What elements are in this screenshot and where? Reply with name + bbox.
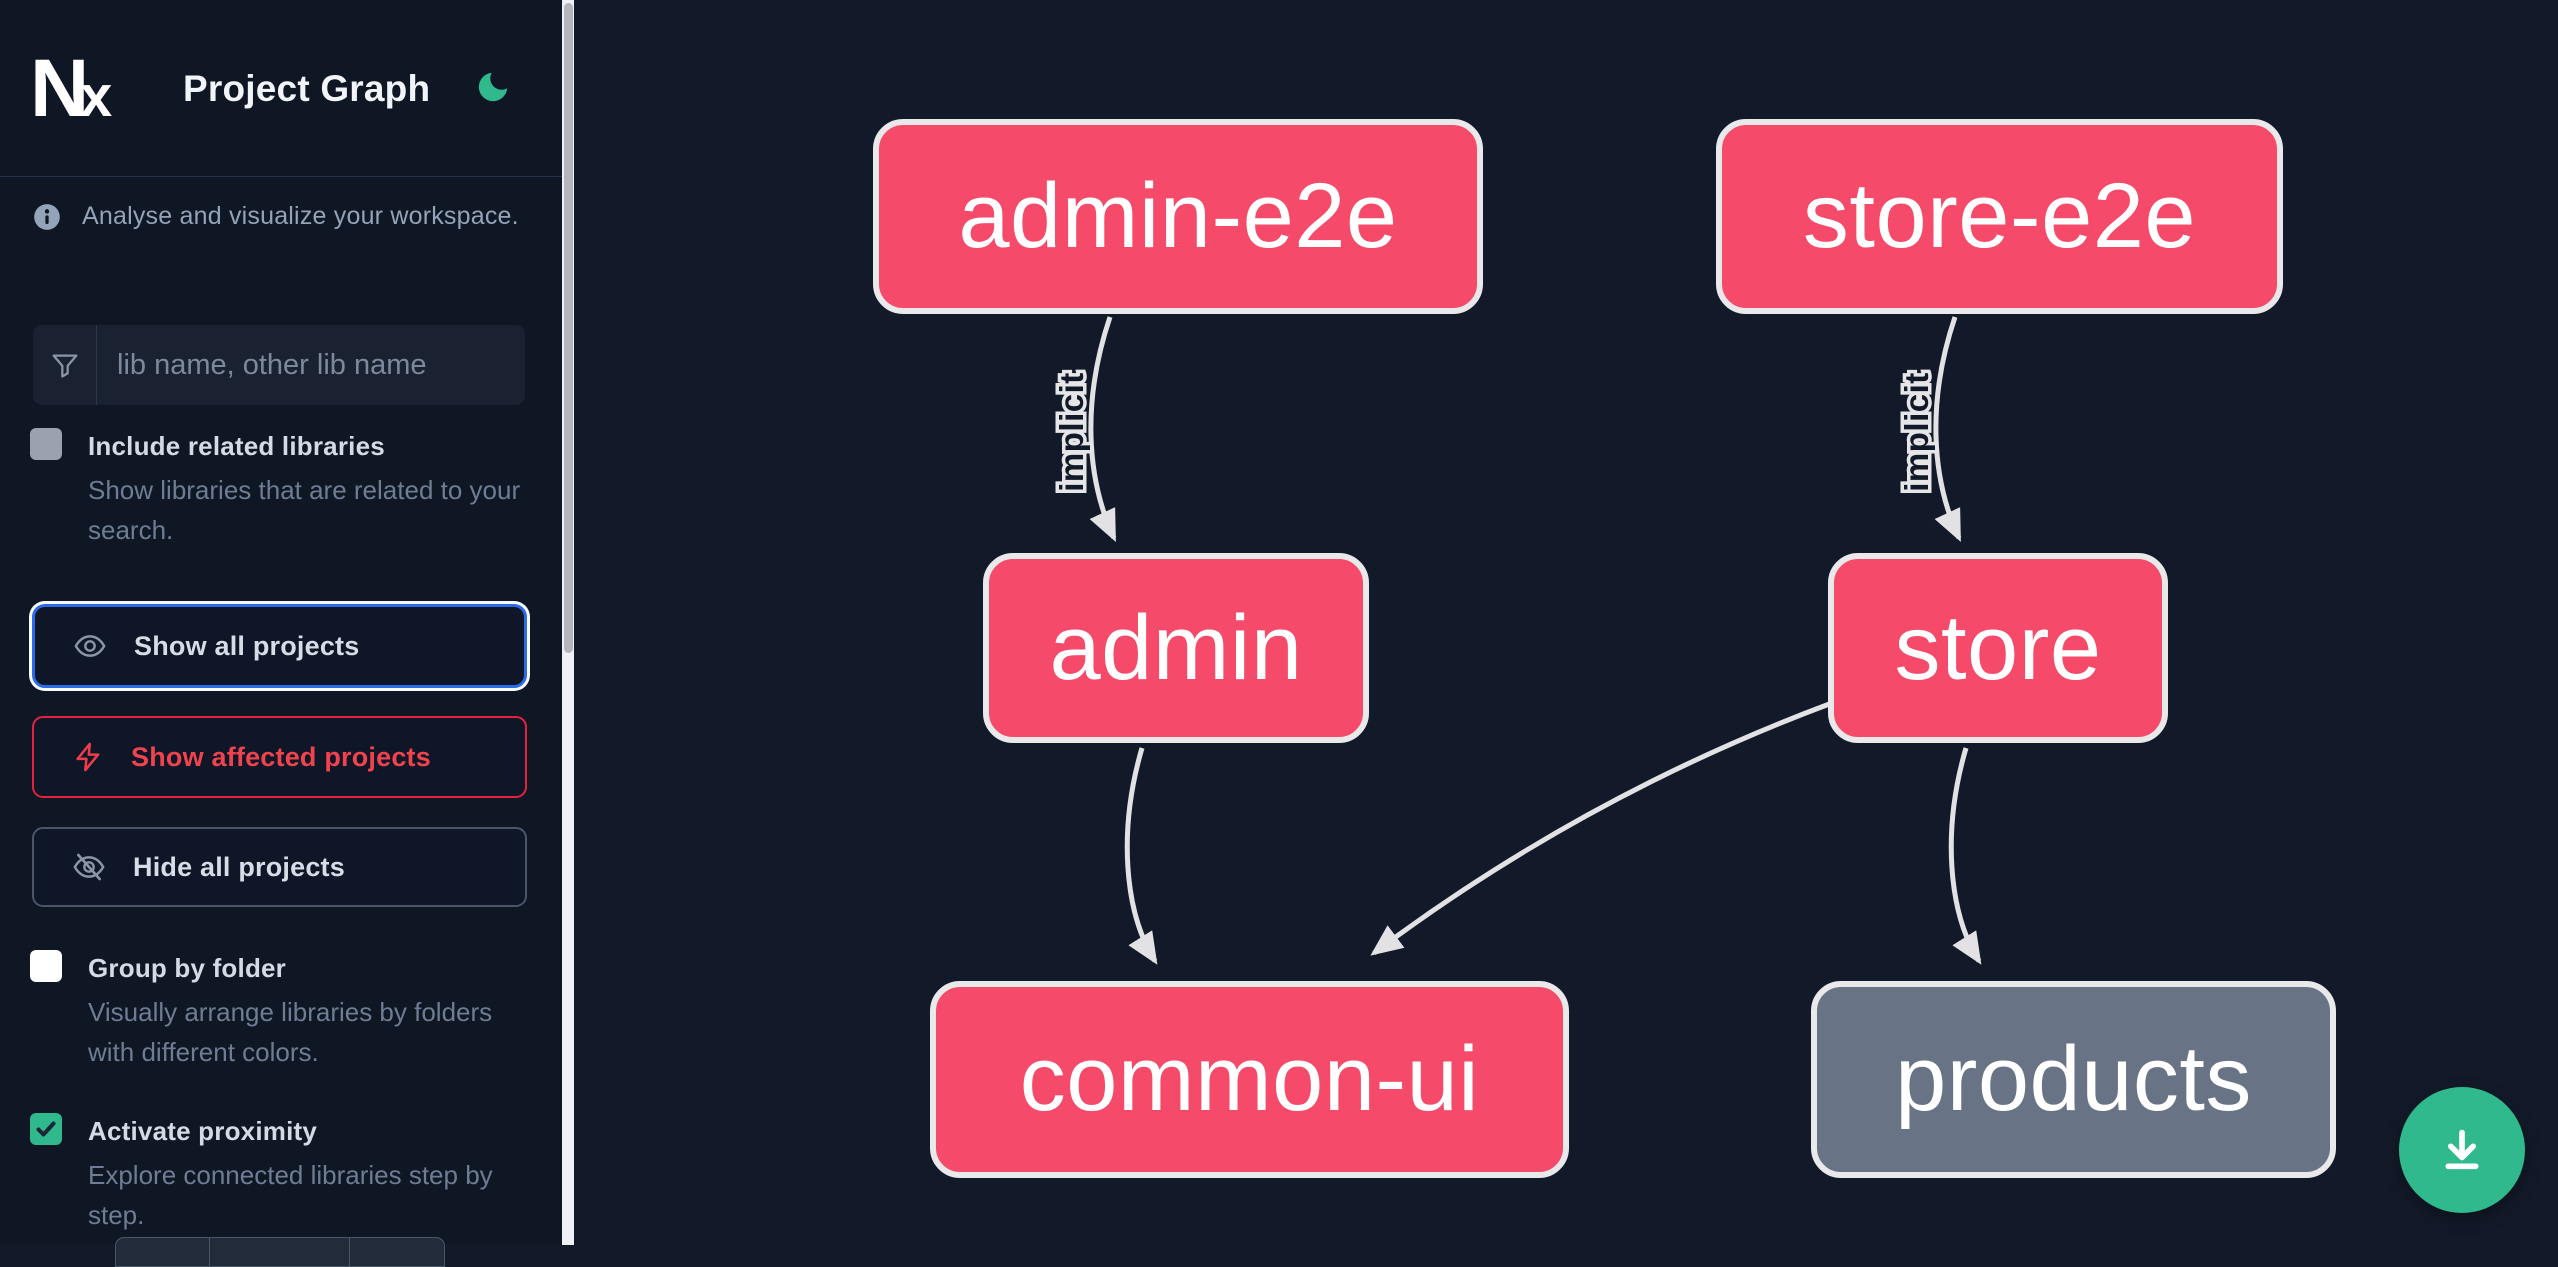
edge-store-to-products xyxy=(1948,747,1982,965)
edge-label-implicit: implicit xyxy=(1898,372,1935,492)
proximity-depth-control[interactable] xyxy=(115,1237,445,1267)
eye-icon xyxy=(74,635,106,657)
download-icon xyxy=(2445,1129,2479,1170)
sidebar: N x Project Graph Analyse and visualize … xyxy=(0,0,562,1267)
depth-value-segment xyxy=(210,1238,350,1266)
nx-logo: N x xyxy=(30,46,112,130)
header-divider xyxy=(0,176,562,177)
depth-decrement-segment[interactable] xyxy=(116,1238,210,1266)
funnel-icon xyxy=(52,354,77,378)
edge-admin-to-common-ui xyxy=(1124,747,1158,965)
bolt-icon xyxy=(76,742,100,772)
project-filter xyxy=(33,325,525,405)
graph-node-store-e2e[interactable]: store-e2e xyxy=(1716,119,2283,314)
edge-label-implicit: implicit xyxy=(1053,372,1090,492)
include-related-description: Show libraries that are related to your … xyxy=(88,475,521,545)
filter-icon-cell xyxy=(33,325,97,405)
activate-proximity-description: Explore connected libraries step by step… xyxy=(88,1160,493,1230)
group-by-folder-checkbox[interactable] xyxy=(30,950,62,982)
activate-proximity-label: Activate proximity xyxy=(88,1116,318,1146)
group-by-folder-label: Group by folder xyxy=(88,953,286,983)
edge-store-e2e-to-store xyxy=(1933,316,1962,543)
group-by-folder-row: Group by folder Visually arrange librari… xyxy=(30,950,500,1072)
download-image-button[interactable] xyxy=(2399,1087,2525,1213)
svg-text:N: N xyxy=(30,46,84,130)
graph-node-admin[interactable]: admin xyxy=(983,553,1369,743)
edge-admin-e2e-to-admin xyxy=(1088,316,1117,543)
svg-text:x: x xyxy=(80,64,112,129)
graph-node-common-ui[interactable]: common-ui xyxy=(930,981,1569,1178)
sidebar-scrollbar[interactable] xyxy=(562,0,574,1245)
filter-input[interactable] xyxy=(97,325,525,405)
show-all-projects-label: Show all projects xyxy=(134,630,360,661)
activate-proximity-row: Activate proximity Explore connected lib… xyxy=(30,1113,500,1235)
page-title: Project Graph xyxy=(183,68,431,109)
workspace-tagline: Analyse and visualize your workspace. xyxy=(33,202,519,231)
include-related-checkbox[interactable] xyxy=(30,428,62,460)
graph-canvas[interactable]: implicit implicit admin-e2e store-e2e ad… xyxy=(574,0,2558,1245)
show-affected-projects-label: Show affected projects xyxy=(131,741,431,772)
graph-node-admin-e2e[interactable]: admin-e2e xyxy=(873,119,1483,314)
tagline-text: Analyse and visualize your workspace. xyxy=(82,202,519,230)
hide-all-projects-button[interactable]: Hide all projects xyxy=(32,827,527,907)
checkmark-icon xyxy=(36,1121,56,1137)
include-related-label: Include related libraries xyxy=(88,431,385,461)
show-all-projects-button[interactable]: Show all projects xyxy=(32,604,527,688)
theme-toggle-moon-icon[interactable] xyxy=(474,68,512,106)
include-related-row: Include related libraries Show libraries… xyxy=(30,428,520,550)
sidebar-scrollbar-thumb[interactable] xyxy=(563,3,573,653)
graph-node-products[interactable]: products xyxy=(1811,981,2336,1178)
sidebar-header: N x Project Graph xyxy=(0,0,562,176)
eye-off-icon xyxy=(73,853,105,881)
info-icon xyxy=(34,203,60,230)
edge-store-to-common-ui xyxy=(1370,700,1833,956)
activate-proximity-checkbox[interactable] xyxy=(30,1113,62,1145)
graph-node-store[interactable]: store xyxy=(1828,553,2168,743)
show-affected-projects-button[interactable]: Show affected projects xyxy=(32,716,527,798)
hide-all-projects-label: Hide all projects xyxy=(133,851,345,882)
group-by-folder-description: Visually arrange libraries by folders wi… xyxy=(88,997,493,1067)
